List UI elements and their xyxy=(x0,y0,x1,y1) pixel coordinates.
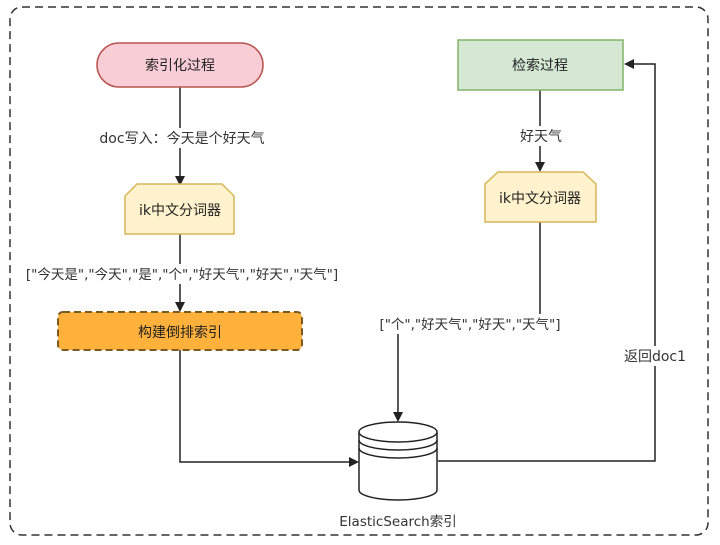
node-search-process-label: 检索过程 xyxy=(512,57,568,74)
outer-frame xyxy=(9,6,709,536)
node-search-process xyxy=(457,39,624,91)
node-es-index-label: ElasticSearch索引 xyxy=(339,514,456,530)
node-build-index-label: 构建倒排索引 xyxy=(138,324,222,341)
label-tokens-right: ["个","好天气","好天","天气"] xyxy=(379,317,560,333)
node-index-process-label: 索引化过程 xyxy=(145,57,215,74)
label-tokens-left: ["今天是","今天","是","个","好天气","好天","天气"] xyxy=(26,267,338,283)
node-index-process xyxy=(96,42,264,88)
label-doc-write: doc写入：今天是个好天气 xyxy=(99,131,264,147)
node-tokenizer-right xyxy=(484,171,597,223)
label-return-doc: 返回doc1 xyxy=(624,349,686,365)
node-build-index xyxy=(57,311,303,351)
node-tokenizer-left-label: ik中文分词器 xyxy=(139,203,221,219)
label-query: 好天气 xyxy=(520,129,562,145)
node-tokenizer-right-label: ik中文分词器 xyxy=(499,191,581,207)
node-tokenizer-left xyxy=(124,183,235,235)
edge-build-to-es xyxy=(179,350,359,467)
edge-es-to-search xyxy=(438,59,656,462)
node-es-index xyxy=(358,421,438,501)
